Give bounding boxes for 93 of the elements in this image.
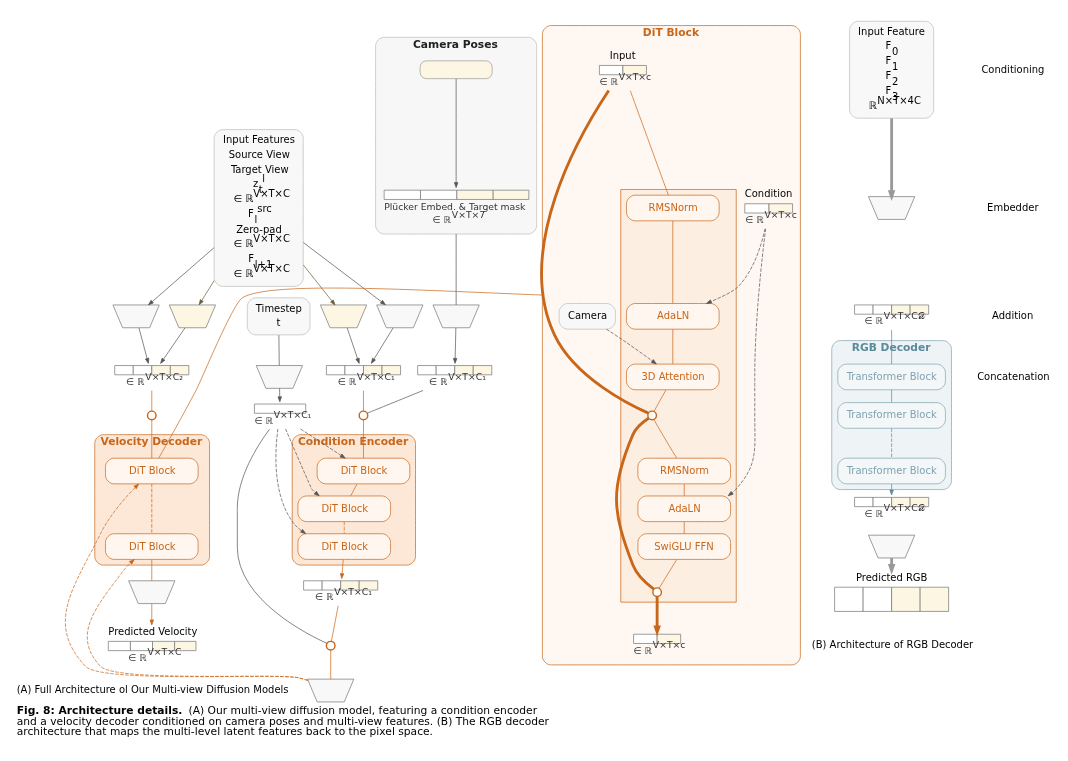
arrow: [149, 603, 154, 626]
arrow: [275, 428, 307, 534]
arrow: [303, 242, 386, 306]
arrow: [303, 264, 336, 306]
node-label: Predicted RGB: [855, 571, 928, 583]
node-label: Input: [609, 50, 636, 62]
connector: [683, 483, 685, 497]
node-box: AdaLN: [626, 303, 720, 330]
arrow: [454, 78, 459, 188]
node-circle: [146, 410, 157, 421]
connector: [151, 483, 153, 534]
connector: [363, 390, 364, 412]
node-box: 3D Attention: [626, 363, 720, 391]
connector: [658, 559, 677, 589]
arrow: [453, 327, 458, 364]
arrow: [86, 559, 309, 681]
arrow: [148, 247, 215, 306]
arrow: [65, 483, 309, 681]
arrow: [889, 483, 894, 496]
connector: [653, 389, 667, 412]
arrow: [346, 327, 360, 364]
connector: [151, 559, 153, 582]
node-label: Condition: [744, 188, 793, 200]
node-trapezoid: [868, 534, 916, 559]
legend-label: Addition: [992, 310, 1034, 322]
connector: [891, 428, 892, 459]
node-circle: [647, 410, 658, 421]
node-box: RMSNorm: [626, 194, 720, 222]
node-box: [419, 60, 493, 79]
node-label: Predicted Velocity: [108, 626, 198, 638]
arrow: [198, 280, 215, 306]
node-trapezoid: [432, 304, 480, 329]
connector: [653, 419, 678, 459]
node-circle: [358, 410, 369, 421]
node-trapezoid: [320, 304, 368, 329]
connector: [683, 521, 685, 534]
node-box: Transformer Block: [837, 363, 946, 391]
node-trapezoid: [168, 304, 216, 329]
arrow: [138, 327, 150, 364]
node-box: SwiGLU FFN: [637, 533, 731, 560]
node-box: DiT Block: [105, 457, 199, 485]
label: (A) Full Architecture ol Our Multi-view Diffusion Models: [16, 684, 289, 696]
connector: [151, 390, 153, 412]
node-trapezoid: [128, 580, 176, 604]
node-box: DiT Block: [316, 457, 411, 485]
node-box: DiT Block: [105, 533, 199, 560]
label: (B) Architecture of RGB Decoder: [811, 639, 974, 651]
connector: [278, 334, 280, 366]
node-box: Transformer Block: [837, 402, 946, 429]
arrow: [727, 228, 766, 497]
connector: [455, 233, 457, 306]
arrow: [160, 327, 186, 364]
connector: [236, 428, 328, 644]
connector: [366, 390, 424, 414]
node-box: DiT Block: [297, 533, 391, 560]
node-box: Timestep t: [246, 297, 311, 336]
node-trapezoid: [307, 678, 355, 703]
node-trapezoid: [868, 196, 916, 220]
legend-label: Conditioning: [981, 63, 1045, 75]
connector: [331, 605, 339, 642]
connector: [672, 220, 674, 304]
caption: Fig. 8: Architecture details. (A) Our multi-view diffusion model, featuring a condition encoder and a velocity decoder conditioned on camera poses and multi-view features. (B) The RGB decoder architecture that maps the multi-level latent features back to the pixel space.: [16, 704, 549, 739]
node-circle: [652, 587, 663, 598]
node-trapezoid: [255, 365, 303, 389]
node-trapezoid: [112, 304, 160, 329]
arrow: [371, 327, 394, 364]
connector: [615, 417, 655, 591]
node-circle: [325, 640, 336, 651]
node-box: Camera: [558, 303, 616, 330]
legend-label: Embedder: [987, 202, 1039, 214]
connector: [350, 483, 358, 497]
connector: [672, 328, 674, 365]
arrow: [606, 328, 657, 365]
node-box: AdaLN: [637, 495, 731, 522]
arrow: [277, 388, 282, 403]
node-box: Transformer Block: [837, 457, 946, 485]
arrow: [887, 118, 896, 201]
legend-label: Concatenation: [977, 370, 1050, 382]
connector: [330, 649, 332, 680]
arrow: [706, 228, 766, 304]
arrow: [300, 428, 346, 459]
arrow: [340, 559, 345, 579]
connector: [343, 521, 345, 534]
connector: [151, 419, 153, 459]
node-box: RMSNorm: [637, 457, 731, 485]
connector: [158, 287, 543, 459]
connector: [540, 89, 649, 415]
node-trapezoid: [376, 304, 424, 329]
connector: [891, 389, 892, 403]
connector: [629, 90, 669, 196]
node-box: DiT Block: [297, 495, 391, 522]
arrow: [285, 428, 320, 497]
arrow: [653, 596, 661, 637]
